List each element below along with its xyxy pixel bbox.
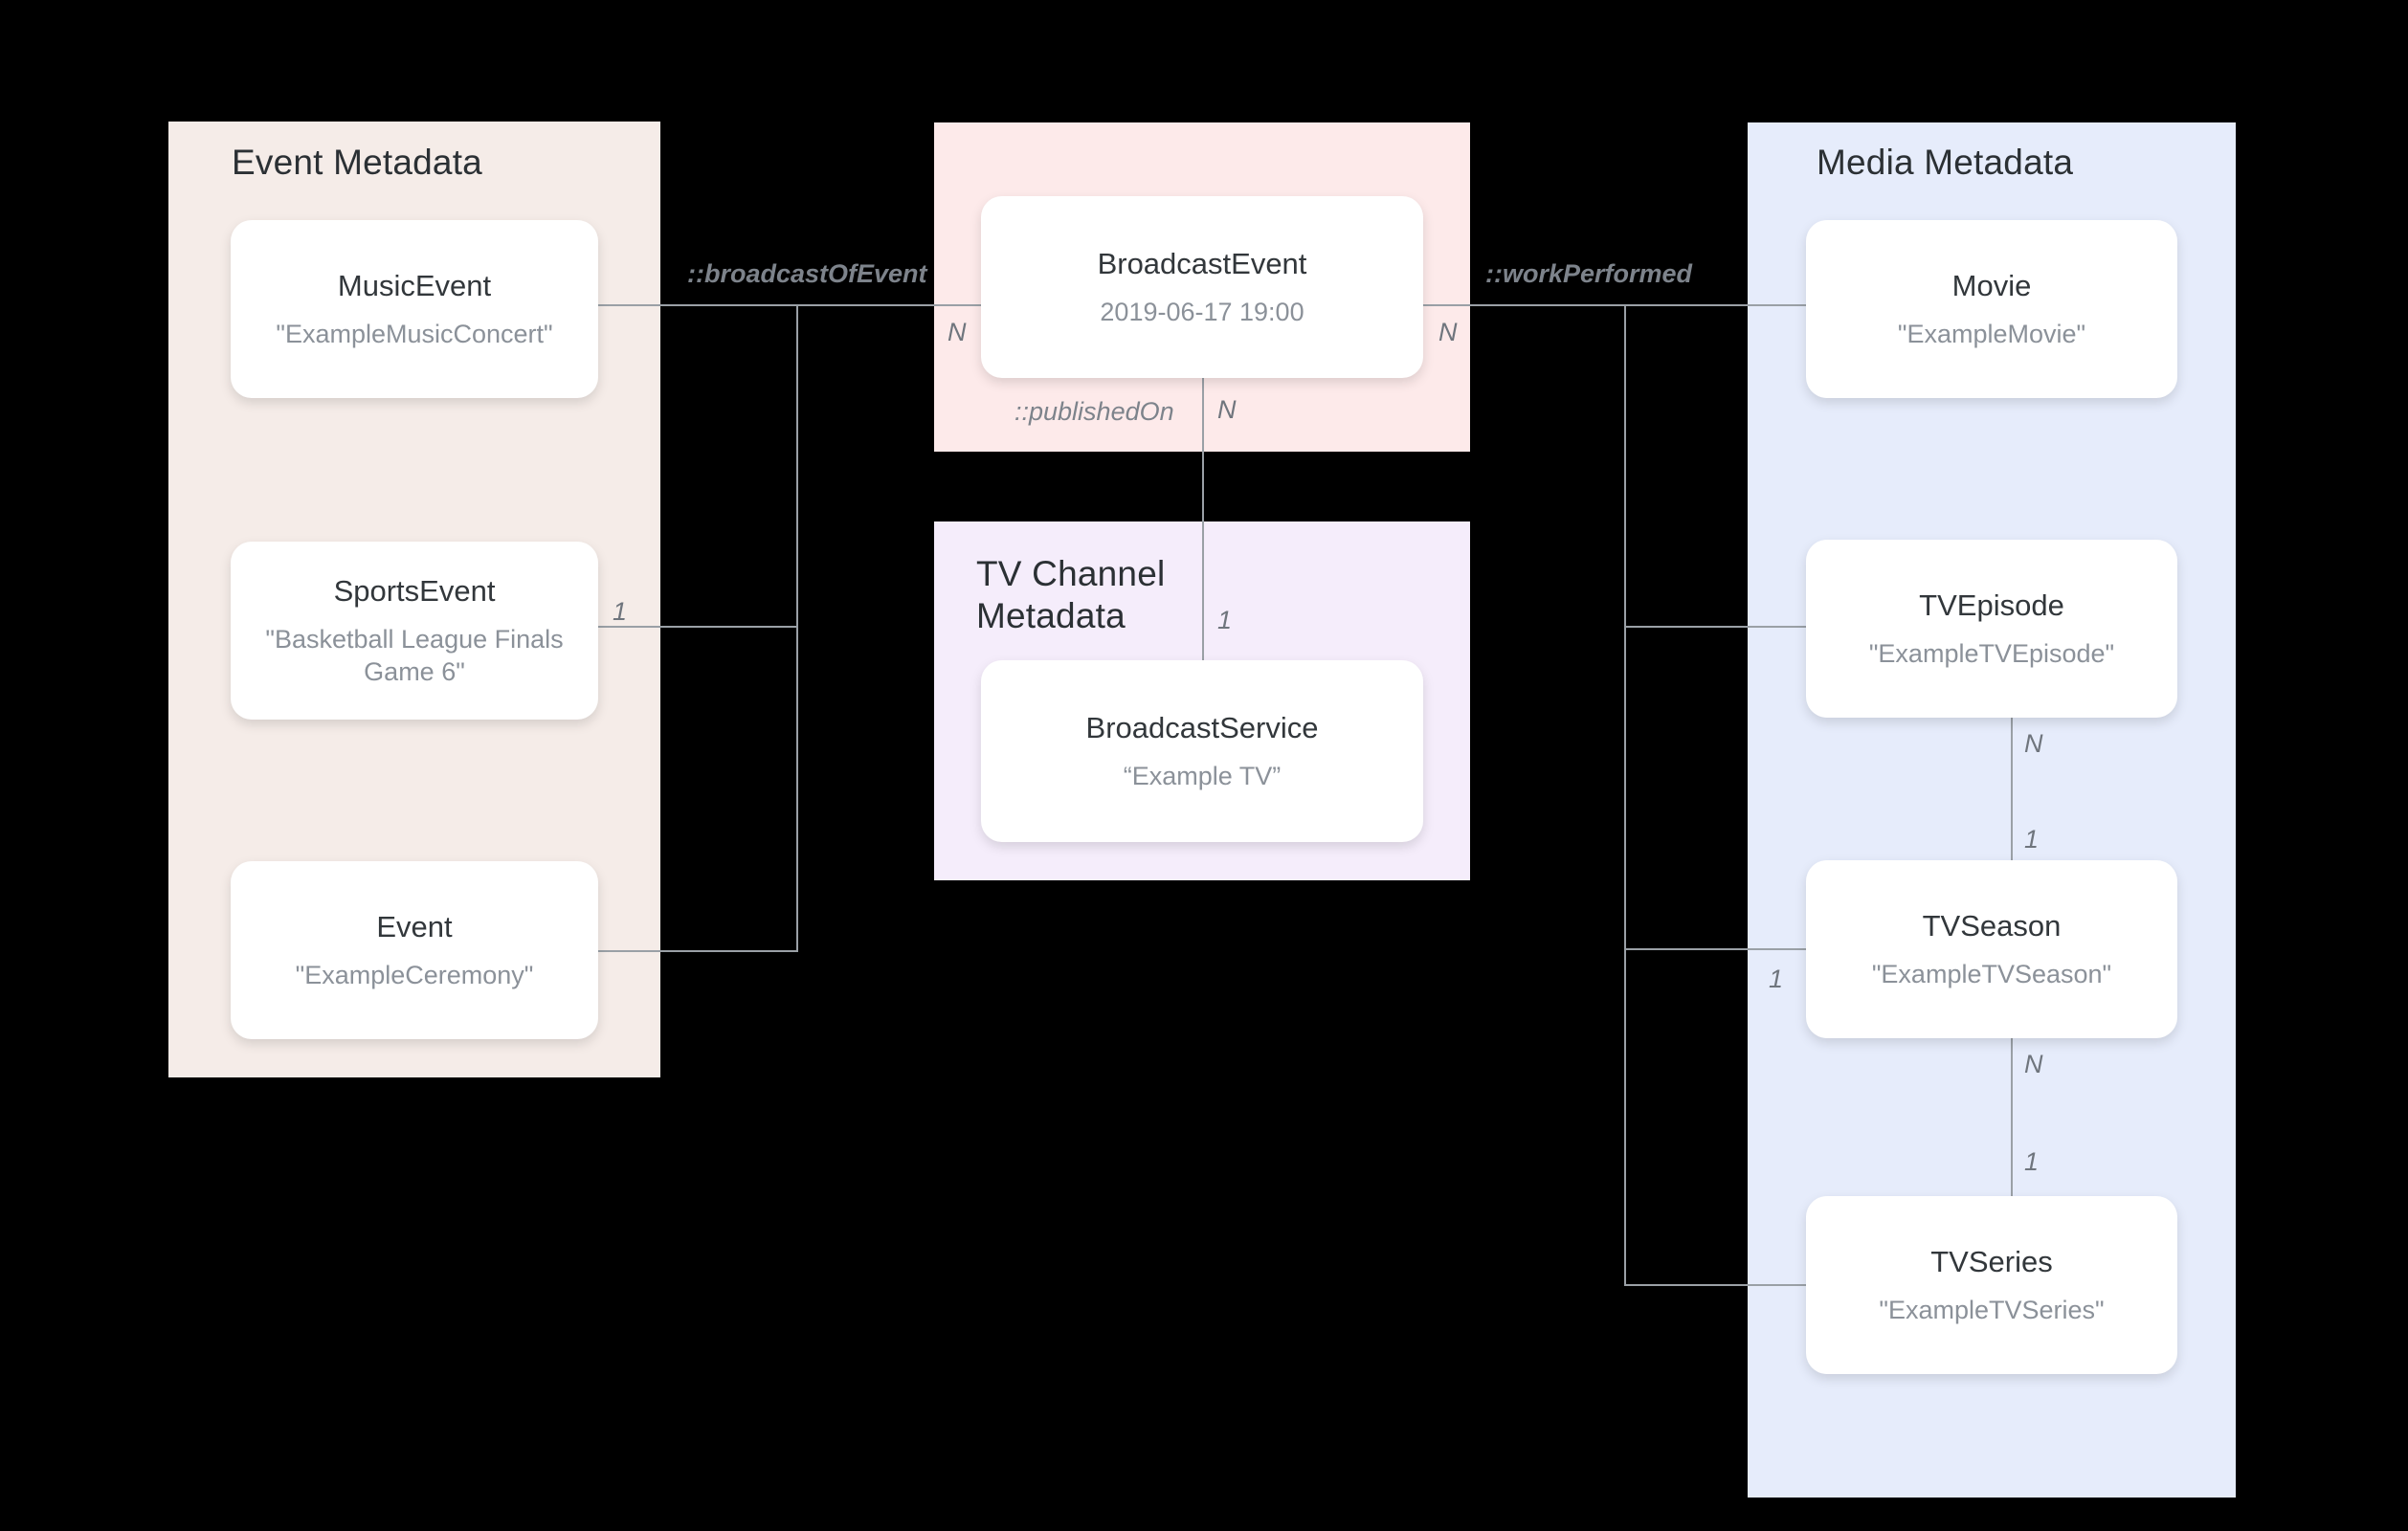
mult-tvseason-n: N bbox=[2024, 1050, 2043, 1078]
card-sportsevent[interactable]: SportsEvent "Basketball League Finals Ga… bbox=[231, 542, 598, 720]
edge-bus-to-movie bbox=[1624, 304, 1806, 306]
card-tvseason[interactable]: TVSeason "ExampleTVSeason" bbox=[1806, 860, 2177, 1038]
label-work-performed: ::workPerformed bbox=[1485, 259, 1693, 288]
label-broadcast-of-event: ::broadcastOfEvent bbox=[687, 259, 927, 288]
mult-tvseries-one: 1 bbox=[2024, 1147, 2040, 1176]
panel-title-tvchannel-metadata: TV Channel Metadata bbox=[976, 554, 1166, 635]
mult-tvseason-top-one: 1 bbox=[2024, 825, 2040, 854]
mult-tvepisode-n: N bbox=[2024, 729, 2043, 758]
card-sportsevent-subtitle: "Basketball League Finals Game 6" bbox=[265, 624, 564, 686]
edge-right-vertical-bus bbox=[1624, 304, 1626, 1286]
card-movie-subtitle: "ExampleMovie" bbox=[1897, 319, 2086, 348]
panel-title-media-metadata: Media Metadata bbox=[1817, 143, 2074, 182]
card-musicevent-subtitle: "ExampleMusicConcert" bbox=[276, 319, 553, 348]
edge-publishedon bbox=[1202, 378, 1204, 660]
card-event-subtitle: "ExampleCeremony" bbox=[295, 960, 534, 989]
mult-sportsevent-one: 1 bbox=[613, 597, 628, 626]
edge-bus-to-tvepisode bbox=[1624, 626, 1806, 628]
card-tvseries-title: TVSeries bbox=[1930, 1244, 2053, 1278]
card-tvepisode-subtitle: "ExampleTVEpisode" bbox=[1868, 638, 2115, 668]
edge-left-vertical-bus bbox=[796, 304, 798, 952]
panel-title-event-metadata: Event Metadata bbox=[232, 143, 482, 182]
card-tvseries-subtitle: "ExampleTVSeries" bbox=[1879, 1295, 2105, 1324]
edge-musicevent-bus bbox=[598, 304, 797, 306]
mult-broadcastservice-one: 1 bbox=[1217, 606, 1233, 634]
card-movie-title: Movie bbox=[1951, 268, 2032, 302]
card-event[interactable]: Event "ExampleCeremony" bbox=[231, 861, 598, 1039]
card-broadcastservice-subtitle: “Example TV” bbox=[1123, 761, 1282, 790]
card-broadcastevent[interactable]: BroadcastEvent 2019-06-17 19:00 bbox=[981, 196, 1423, 378]
card-broadcastservice[interactable]: BroadcastService “Example TV” bbox=[981, 660, 1423, 842]
edge-tvseason-tvseries bbox=[2011, 1038, 2013, 1196]
card-tvseries[interactable]: TVSeries "ExampleTVSeries" bbox=[1806, 1196, 2177, 1374]
card-broadcastservice-title: BroadcastService bbox=[1085, 710, 1319, 744]
edge-bus-to-tvseason bbox=[1624, 948, 1806, 950]
card-tvseason-subtitle: "ExampleTVSeason" bbox=[1871, 959, 2112, 988]
mult-tvseason-left-one: 1 bbox=[1769, 965, 1784, 993]
card-event-title: Event bbox=[376, 909, 453, 943]
mult-broadcastevent-right-n: N bbox=[1438, 318, 1458, 346]
card-musicevent[interactable]: MusicEvent "ExampleMusicConcert" bbox=[231, 220, 598, 398]
card-broadcastevent-title: BroadcastEvent bbox=[1097, 246, 1307, 280]
card-musicevent-title: MusicEvent bbox=[337, 268, 492, 302]
mult-published-on-n: N bbox=[1217, 395, 1237, 424]
card-sportsevent-title: SportsEvent bbox=[333, 573, 496, 608]
card-tvseason-title: TVSeason bbox=[1922, 908, 2062, 943]
label-published-on: ::publishedOn bbox=[1014, 397, 1174, 426]
edge-event-bus bbox=[598, 950, 797, 952]
card-tvepisode[interactable]: TVEpisode "ExampleTVEpisode" bbox=[1806, 540, 2177, 718]
edge-bus-to-broadcastevent bbox=[796, 304, 983, 306]
edge-tvepisode-tvseason bbox=[2011, 718, 2013, 890]
edge-sportsevent-bus bbox=[598, 626, 797, 628]
card-movie[interactable]: Movie "ExampleMovie" bbox=[1806, 220, 2177, 398]
card-tvepisode-title: TVEpisode bbox=[1919, 588, 2064, 622]
edge-broadcastevent-to-media-bus bbox=[1423, 304, 1626, 306]
mult-broadcastevent-left-n: N bbox=[948, 318, 967, 346]
edge-bus-to-tvseries bbox=[1624, 1284, 1806, 1286]
card-broadcastevent-subtitle: 2019-06-17 19:00 bbox=[1100, 297, 1304, 326]
